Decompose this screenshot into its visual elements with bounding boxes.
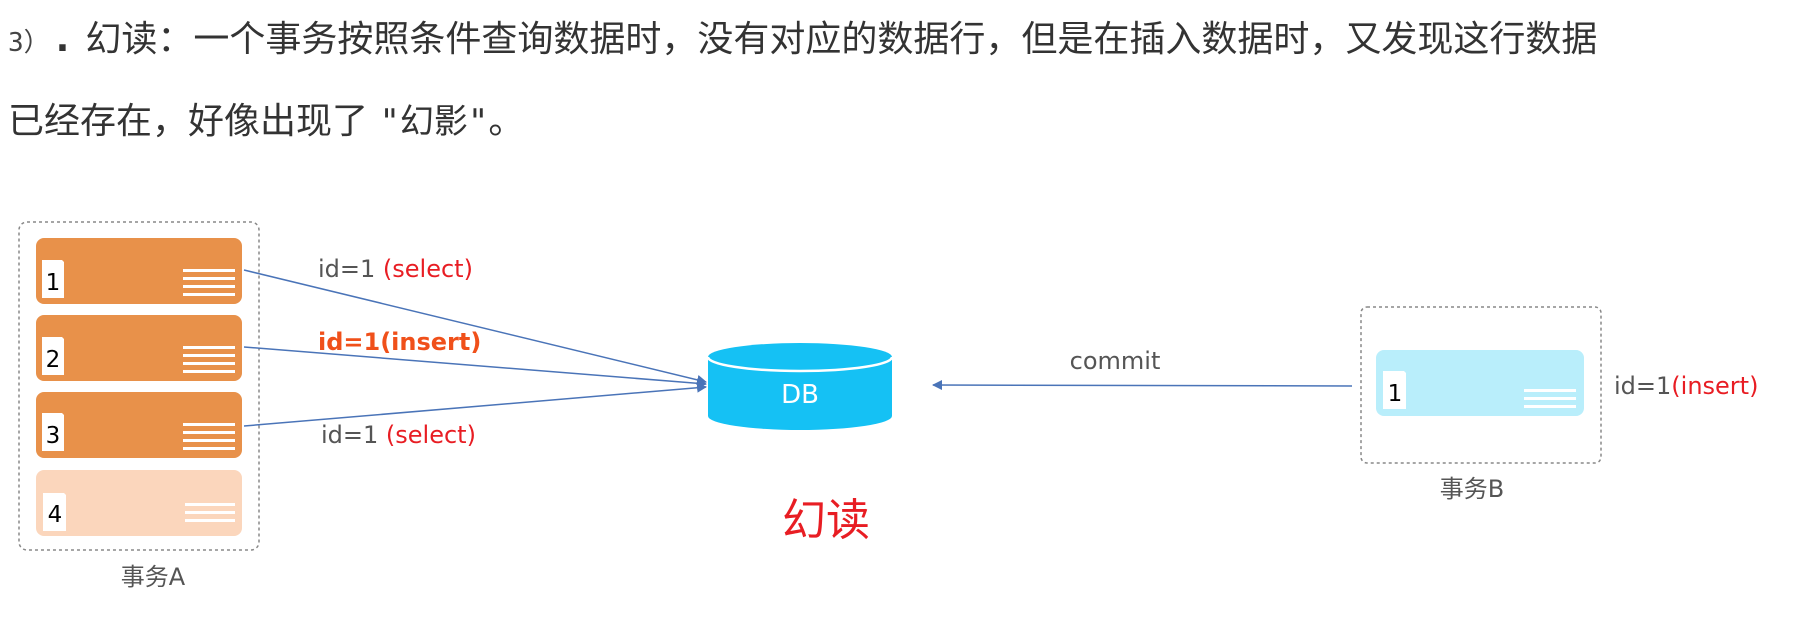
transaction-a: 1 2 3 4: [18, 221, 260, 591]
transaction-a-row-3: 3: [36, 392, 242, 458]
document-icon: [42, 413, 64, 451]
line2-text-c: 。: [488, 101, 525, 142]
arrow-select-1: [243, 269, 707, 385]
lines-icon: [185, 503, 235, 522]
description-line-2: 已经存在，好像出现了 "幻影"。: [8, 92, 524, 144]
lines-icon: [183, 269, 235, 296]
line2-text-a: 已经存在，好像出现了: [8, 101, 380, 142]
item-dot: .: [55, 19, 70, 60]
arrow-label-select-2: id=1 (select): [321, 421, 476, 449]
transaction-b-border: [1360, 306, 1602, 464]
line2-quote: "幻影": [379, 102, 489, 142]
transaction-a-row-4: 4: [36, 470, 242, 536]
line1-text: 幻读：一个事务按照条件查询数据时，没有对应的数据行，但是在插入数据时，又发现这行…: [85, 19, 1598, 60]
database-icon: DB: [706, 343, 894, 430]
commit-label: commit: [1070, 347, 1161, 375]
commit-arrow: [932, 380, 1353, 391]
db-label: DB: [781, 380, 819, 410]
document-icon: [42, 260, 64, 298]
item-number: 3）: [8, 28, 50, 58]
transaction-a-label: 事务A: [121, 563, 186, 591]
document-icon: [43, 493, 66, 531]
transaction-a-row-1: 1: [36, 238, 242, 304]
transaction-a-row-2: 2: [36, 315, 242, 381]
phantom-read-label: 幻读: [782, 495, 870, 546]
transaction-b-side-label: id=1(insert): [1614, 372, 1758, 400]
transaction-b: 1 事务B: [1360, 306, 1602, 503]
transaction-b-row-number: 1: [1388, 381, 1403, 407]
document-icon: [1383, 371, 1406, 409]
lines-icon: [1524, 389, 1576, 408]
arrow-insert: [243, 346, 707, 389]
row-4-number: 4: [48, 502, 63, 528]
arrow-label-select-1: id=1 (select): [318, 255, 473, 283]
row-2-number: 2: [46, 347, 61, 373]
arrow-select-2: [243, 382, 707, 427]
transaction-a-border: [18, 221, 260, 551]
row-1-number: 1: [46, 270, 61, 296]
arrow-label-insert: id=1(insert): [318, 328, 481, 356]
lines-icon: [183, 423, 235, 450]
transaction-b-label: 事务B: [1440, 475, 1504, 503]
row-3-number: 3: [46, 423, 61, 449]
description-line-1: 3）. 幻读：一个事务按照条件查询数据时，没有对应的数据行，但是在插入数据时，又发…: [8, 10, 1597, 62]
document-icon: [42, 337, 64, 375]
arrows-to-db: [243, 269, 707, 427]
lines-icon: [183, 346, 235, 373]
